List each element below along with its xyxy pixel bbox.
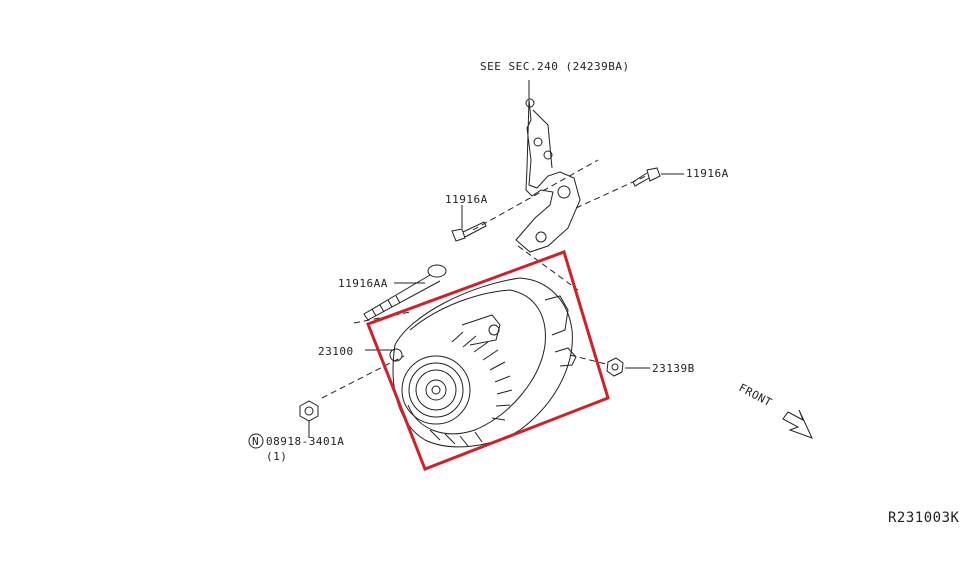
highlight-box: [366, 250, 610, 471]
label-bolt-prefix: N: [252, 435, 259, 448]
label-front: FRONT: [737, 381, 775, 409]
label-bolt-11916a-left: 11916A: [445, 193, 488, 206]
label-bolt-bottom-qty: (1): [266, 450, 287, 463]
label-nut: 23139B: [652, 362, 695, 375]
n-circle-icon: [248, 433, 264, 449]
alternator-23100[interactable]: [365, 277, 577, 448]
bolt-11916a-right[interactable]: [632, 167, 684, 187]
label-see-sec: SEE SEC.240 (24239BA): [480, 60, 630, 73]
label-bolt-11916a-right: 11916A: [686, 167, 729, 180]
label-long-bolt: 11916AA: [338, 277, 388, 290]
front-arrow-icon: [782, 409, 813, 439]
diagram-reference: R231003K: [888, 510, 960, 526]
nut-23139b[interactable]: [606, 357, 650, 377]
bolt-08918-3401a[interactable]: [299, 400, 319, 438]
label-bolt-bottom: 08918-3401A: [266, 435, 344, 448]
long-bolt-11916aa[interactable]: [363, 264, 447, 321]
mounting-bracket[interactable]: [515, 80, 581, 253]
bolt-11916a-left[interactable]: [451, 205, 487, 242]
label-alternator: 23100: [318, 345, 354, 358]
